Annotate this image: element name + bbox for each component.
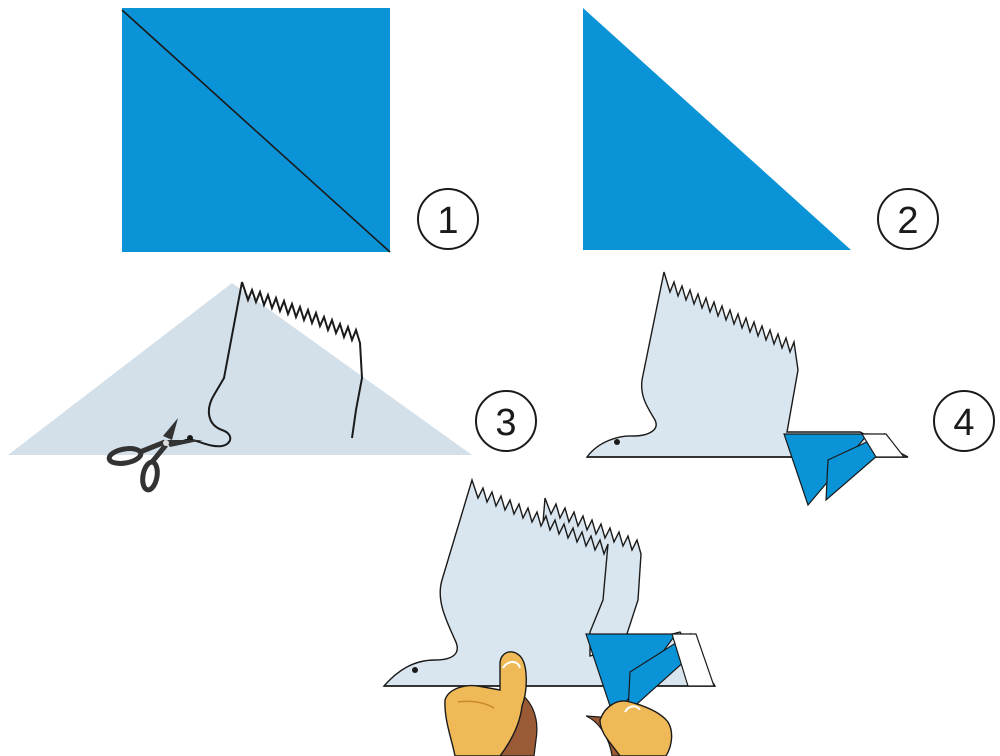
step-4-bird: [587, 272, 908, 505]
step-2-triangle: [583, 8, 851, 250]
step-4-number: 4: [953, 402, 974, 444]
blue-paper-triangle: [583, 8, 851, 250]
right-hand: [586, 701, 672, 756]
light-paper-triangle: [8, 283, 472, 455]
bird-eye-dot: [614, 439, 620, 445]
step-1-square: [122, 8, 390, 252]
final-bird-with-hands: [384, 480, 715, 756]
step-4-badge: 4: [934, 391, 994, 451]
step-3-badge: 3: [476, 391, 536, 451]
bird-eye-dot: [412, 667, 418, 673]
step-2-badge: 2: [878, 189, 938, 249]
bird-body: [587, 272, 908, 457]
step-2-number: 2: [897, 200, 918, 242]
step-1-badge: 1: [418, 189, 478, 249]
step-3-cutting: [8, 282, 472, 491]
step-1-number: 1: [437, 200, 458, 242]
step-3-number: 3: [495, 402, 516, 444]
